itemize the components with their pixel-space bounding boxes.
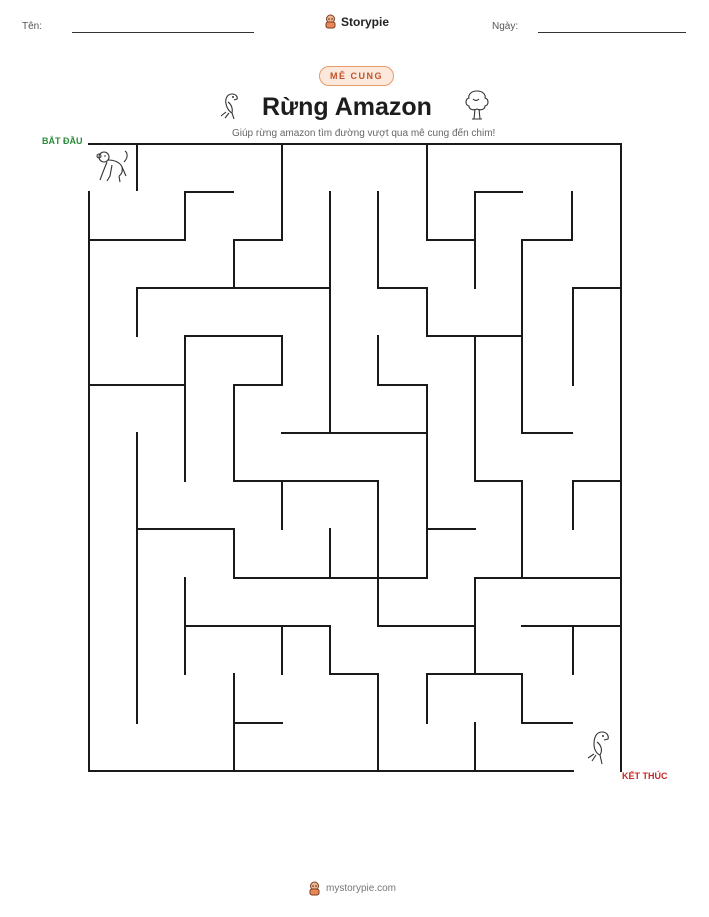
monkey-icon [96, 150, 128, 183]
tree-icon [465, 90, 489, 120]
brand-name: Storypie [341, 14, 390, 29]
page-subtitle: Giúp rừng amazon tìm đường vượt qua mê c… [232, 128, 496, 139]
storypie-mascot-icon [325, 14, 336, 29]
footer: mystorypie.com [308, 881, 396, 896]
date-field[interactable] [538, 32, 686, 33]
date-label: Ngày: [492, 21, 519, 32]
parrot-icon [220, 93, 238, 120]
name-label: Tên: [22, 21, 43, 32]
brand-logo: Storypie [324, 14, 389, 29]
footer-url[interactable]: mystorypie.com [326, 883, 397, 894]
category-badge: MÊ CUNG [319, 66, 394, 86]
finish-label: KẾT THÚC [622, 771, 668, 781]
start-label: BẮT ĐẦU [42, 136, 83, 146]
parrot-icon [587, 731, 609, 765]
page-title: Rừng Amazon [262, 93, 432, 121]
storypie-mascot-icon [309, 881, 320, 896]
name-field[interactable] [72, 32, 254, 33]
